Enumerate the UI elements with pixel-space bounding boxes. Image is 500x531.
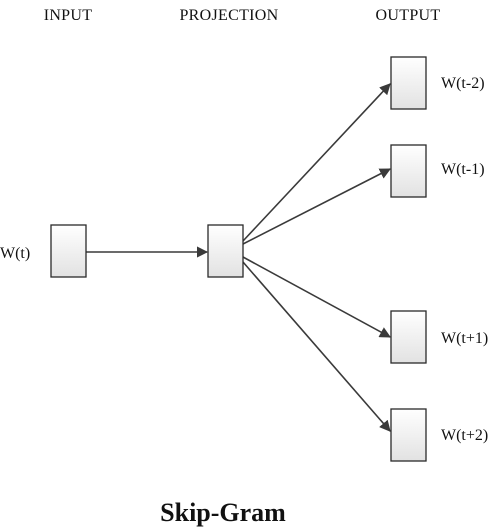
output-node-t-minus-1 (390, 144, 427, 198)
input-word-label: W(t) (0, 245, 30, 262)
output-word-label-t-minus-2: W(t-2) (441, 75, 485, 92)
projection-to-output-t-plus-1-arrow (242, 256, 391, 338)
output-node-t-plus-1 (390, 310, 427, 364)
output-header: OUTPUT (376, 7, 441, 24)
output-word-label-t-minus-1: W(t-1) (441, 161, 485, 178)
output-node-t-plus-2 (390, 408, 427, 462)
output-word-label-t-plus-1: W(t+1) (441, 330, 488, 347)
projection-to-output-t-plus-2-arrow (242, 261, 391, 432)
projection-header: PROJECTION (179, 7, 278, 24)
input-node (50, 224, 87, 278)
projection-to-output-t-minus-2-arrow (242, 83, 391, 242)
projection-to-output-t-minus-1-arrow (242, 168, 391, 245)
input-header: INPUT (44, 7, 93, 24)
output-node-t-minus-2 (390, 56, 427, 110)
projection-node (207, 224, 244, 278)
output-word-label-t-plus-2: W(t+2) (441, 427, 488, 444)
diagram-title: Skip-Gram (160, 498, 286, 527)
